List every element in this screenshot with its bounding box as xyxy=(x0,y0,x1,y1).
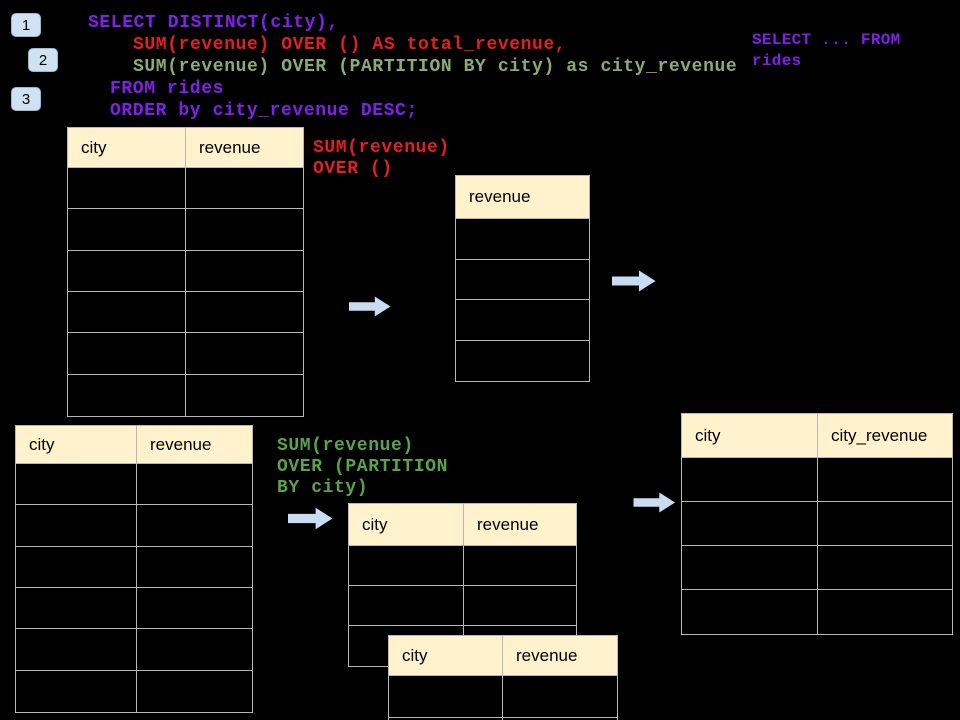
sql-code-line: SUM(revenue) OVER (PARTITION BY city) as… xyxy=(133,57,738,77)
table-cell-empty xyxy=(137,671,252,712)
table-cell-empty xyxy=(16,505,137,547)
table-cell-empty xyxy=(818,502,952,546)
table-cell-empty xyxy=(16,670,137,712)
table-cell-empty xyxy=(349,546,464,586)
table-cell-empty xyxy=(68,168,186,210)
table-cell-empty xyxy=(186,333,303,375)
table-cell-empty xyxy=(818,546,952,590)
table-cell-empty xyxy=(186,251,303,292)
table-cell-empty xyxy=(682,546,818,590)
table-cell-empty xyxy=(68,333,186,375)
table-cell-empty xyxy=(137,464,252,506)
column-header-city: city xyxy=(68,128,186,168)
step-badge-2: 2 xyxy=(28,48,58,72)
column-header-revenue: revenue xyxy=(503,636,617,676)
table-cell-empty xyxy=(16,546,137,588)
table-cell-empty xyxy=(68,209,186,251)
arrow-total-result-right-icon xyxy=(612,270,656,292)
table-cell-empty xyxy=(682,590,818,634)
table-cell-empty xyxy=(137,547,252,588)
column-header-city: city xyxy=(682,414,818,458)
table-cell-empty xyxy=(16,587,137,630)
arrow-total-right-icon xyxy=(348,296,392,317)
table-cell-empty xyxy=(186,375,303,416)
partition-label-line: BY city) xyxy=(277,478,369,498)
column-header-revenue: revenue xyxy=(456,176,589,219)
from-rides-note-line: SELECT ... FROM xyxy=(752,31,901,49)
sql-code-line: SUM(revenue) OVER () AS total_revenue, xyxy=(133,35,567,55)
table-cell-empty xyxy=(137,505,252,547)
table-cell-empty xyxy=(464,586,576,626)
table-cell-empty xyxy=(456,300,589,341)
table-cell-empty xyxy=(456,341,589,382)
partition-label-line: OVER (PARTITION xyxy=(277,457,449,477)
table-cell-empty xyxy=(186,209,303,251)
table-cell-empty xyxy=(186,292,303,334)
table-cell-empty xyxy=(137,588,252,630)
column-header-city: city xyxy=(16,426,137,464)
table-cell-empty xyxy=(16,629,137,671)
table-cell-empty xyxy=(503,676,617,718)
table-cell-empty xyxy=(682,458,818,502)
table-cell-empty xyxy=(456,219,589,260)
table-cell-empty xyxy=(349,586,464,626)
column-header-revenue: revenue xyxy=(186,128,303,168)
column-header-revenue: revenue xyxy=(137,426,252,464)
column-header-revenue: revenue xyxy=(464,504,576,546)
table-cell-empty xyxy=(464,546,576,586)
from-rides-note-line: rides xyxy=(752,52,802,70)
partition-label-line: SUM(revenue) xyxy=(277,436,414,456)
column-header-city: city xyxy=(349,504,464,546)
table-cell-empty xyxy=(389,717,503,720)
table-cell-empty xyxy=(186,168,303,210)
sql-code-line: ORDER by city_revenue DESC; xyxy=(110,101,418,121)
table-cell-empty xyxy=(456,260,589,300)
table-cell-empty xyxy=(389,676,503,718)
sql-code-line: FROM rides xyxy=(110,79,225,99)
table-cell-empty xyxy=(818,458,952,502)
sql-code-line: SELECT DISTINCT(city), xyxy=(88,13,339,33)
table-cell-empty xyxy=(818,590,952,634)
total-revenue-label-line: OVER () xyxy=(313,159,393,179)
table-cell-empty xyxy=(682,502,818,546)
step-badge-1: 1 xyxy=(11,13,41,37)
arrow-partition-result-right-icon xyxy=(632,492,677,513)
table-cell-empty xyxy=(68,250,186,292)
arrow-partition-right-icon xyxy=(288,507,333,530)
step-badge-3: 3 xyxy=(11,87,41,111)
table-cell-empty xyxy=(68,374,186,416)
total-revenue-label-line: SUM(revenue) xyxy=(313,138,450,158)
table-cell-empty xyxy=(137,629,252,671)
column-header-city: city xyxy=(389,636,503,676)
table-cell-empty xyxy=(68,291,186,334)
table-revenue-only: revenue xyxy=(455,175,590,382)
table-cell-empty xyxy=(16,464,137,506)
column-header-city_revenue: city_revenue xyxy=(818,414,952,458)
